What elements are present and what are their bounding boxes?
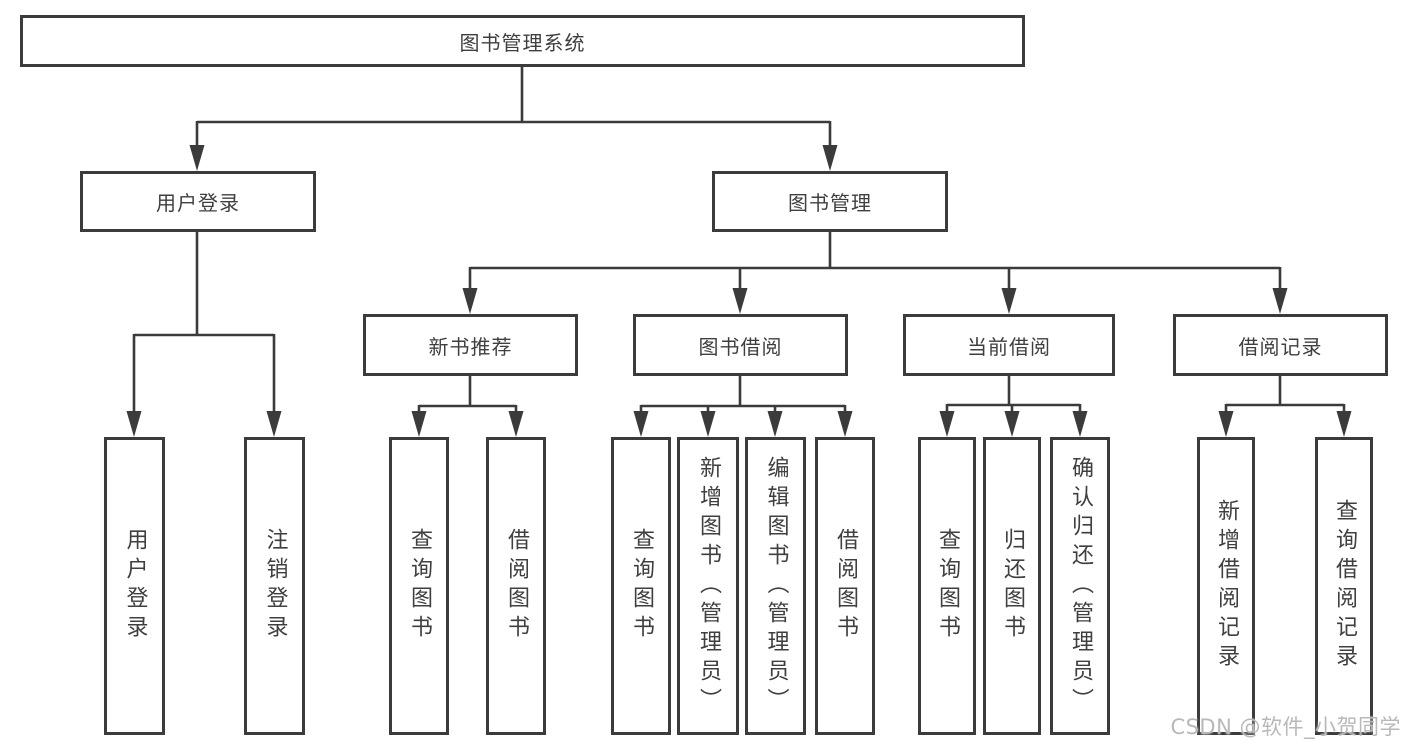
arrowhead-down-icon: [126, 411, 142, 437]
leaf-logout-login-label: 注销登录: [262, 528, 288, 644]
arrowhead-down-icon: [1336, 411, 1352, 437]
arrowhead-down-icon: [633, 411, 649, 437]
leaf-bb-borrow-books: 借阅图书: [815, 437, 875, 735]
arrowhead-down-icon: [1218, 411, 1234, 437]
arrowhead-down-icon: [837, 411, 853, 437]
leaf-nbr-query-books-label: 查询图书: [407, 528, 432, 644]
leaf-cb-return-books: 归还图书: [983, 437, 1041, 735]
arrowhead-down-icon: [508, 411, 524, 437]
leaf-user-login: 用户登录: [104, 437, 165, 735]
leaf-br-add-borrow-record: 新增借阅记录: [1197, 437, 1255, 735]
node-root: 图书管理系统: [20, 15, 1025, 67]
node-user-login-label: 用户登录: [156, 191, 240, 215]
node-book-borrow-label: 图书借阅: [698, 334, 783, 359]
node-borrow-records: 借阅记录: [1173, 314, 1388, 376]
leaf-br-query-borrow-record: 查询借阅记录: [1315, 437, 1373, 735]
node-book-management-label: 图书管理: [788, 191, 872, 215]
node-book-borrow: 图书借阅: [633, 314, 848, 376]
arrowhead-down-icon: [822, 145, 838, 171]
node-new-book-recommend-label: 新书推荐: [428, 334, 513, 359]
node-current-borrow-label: 当前借阅: [967, 334, 1051, 359]
leaf-cb-query-books-label: 查询图书: [935, 528, 960, 644]
leaf-user-login-label: 用户登录: [122, 528, 148, 644]
arrowhead-down-icon: [266, 411, 282, 437]
leaf-nbr-query-books: 查询图书: [389, 437, 449, 735]
arrowhead-down-icon: [767, 411, 783, 437]
arrowhead-down-icon: [939, 411, 955, 437]
leaf-nbr-borrow-books-label: 借阅图书: [504, 528, 529, 644]
leaf-nbr-borrow-books: 借阅图书: [486, 437, 546, 735]
node-current-borrow: 当前借阅: [903, 314, 1115, 376]
arrowhead-down-icon: [189, 145, 205, 171]
leaf-bb-edit-books-admin-label: 编辑图书（管理员）: [763, 455, 789, 717]
leaf-br-query-borrow-record-label: 查询借阅记录: [1332, 499, 1357, 673]
leaf-bb-add-books-admin: 新增图书（管理员）: [677, 437, 739, 735]
watermark-text: CSDN @软件_小贺同学: [1170, 715, 1401, 739]
leaf-bb-query-books: 查询图书: [611, 437, 671, 735]
arrowhead-down-icon: [1272, 288, 1288, 314]
leaf-cb-confirm-return-admin: 确认归还（管理员）: [1050, 437, 1110, 735]
arrowhead-down-icon: [462, 288, 478, 314]
leaf-br-add-borrow-record-label: 新增借阅记录: [1214, 499, 1239, 673]
arrowhead-down-icon: [1001, 288, 1017, 314]
arrowhead-down-icon: [1004, 411, 1020, 437]
node-new-book-recommend: 新书推荐: [363, 314, 578, 376]
arrowhead-down-icon: [700, 411, 716, 437]
leaf-bb-query-books-label: 查询图书: [629, 528, 654, 644]
node-book-management: 图书管理: [712, 171, 948, 232]
arrowhead-down-icon: [411, 411, 427, 437]
leaf-cb-query-books: 查询图书: [918, 437, 976, 735]
arrowhead-down-icon: [1072, 411, 1088, 437]
node-user-login: 用户登录: [80, 171, 316, 232]
node-root-label: 图书管理系统: [459, 30, 586, 55]
leaf-bb-add-books-admin-label: 新增图书（管理员）: [696, 455, 721, 717]
leaf-bb-edit-books-admin: 编辑图书（管理员）: [745, 437, 806, 735]
leaf-cb-confirm-return-admin-label: 确认归还（管理员）: [1068, 455, 1093, 717]
leaf-cb-return-books-label: 归还图书: [1000, 528, 1025, 644]
leaf-bb-borrow-books-label: 借阅图书: [833, 528, 858, 644]
node-borrow-records-label: 借阅记录: [1238, 334, 1323, 359]
leaf-logout-login: 注销登录: [244, 437, 305, 735]
arrowhead-down-icon: [732, 288, 748, 314]
